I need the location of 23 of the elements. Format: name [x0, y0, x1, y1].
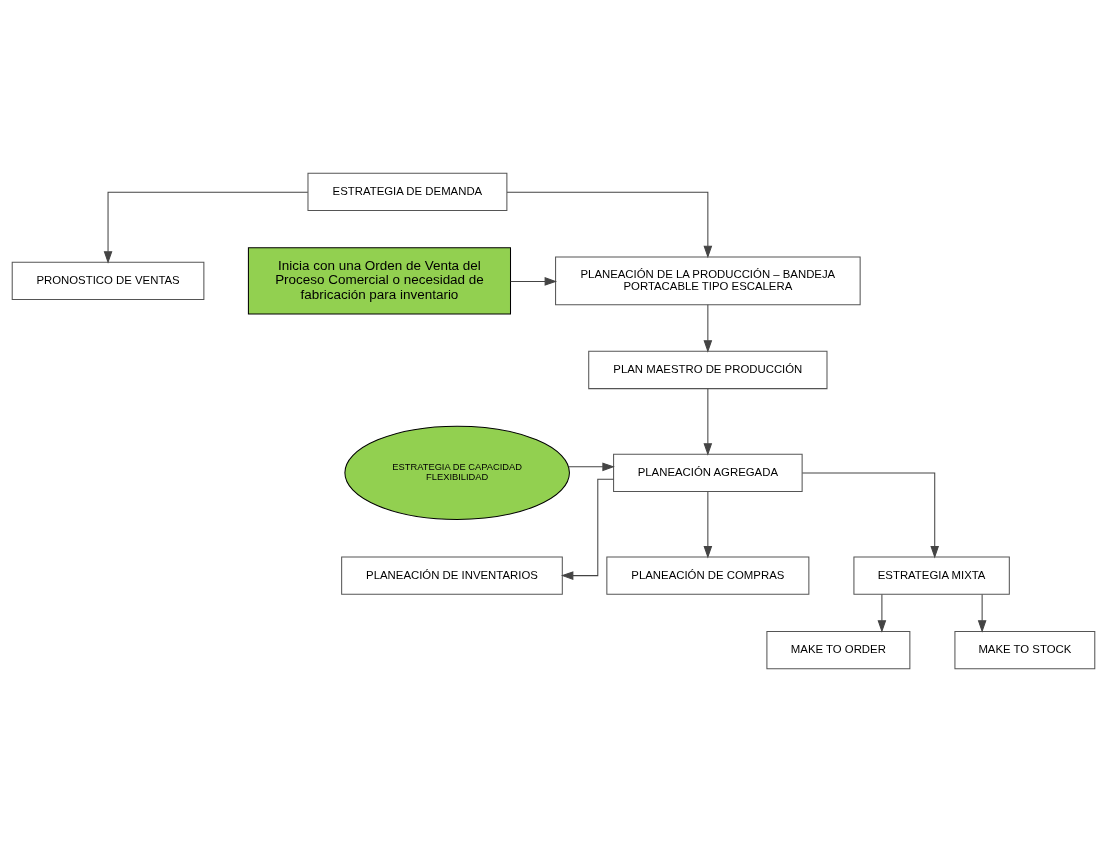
arrow	[703, 304, 713, 353]
node-box: ESTRATEGIA DE DEMANDA	[307, 172, 508, 211]
arrow	[703, 388, 713, 456]
arrow	[568, 462, 615, 472]
node-ellipse: ESTRATEGIA DE CAPACIDAD FLEXIBILIDAD	[344, 425, 570, 520]
arrow	[103, 191, 309, 264]
node-box: PLANEACIÓN DE COMPRAS	[606, 556, 810, 595]
node-box: MAKE TO ORDER	[766, 631, 911, 670]
arrow	[877, 593, 887, 633]
node-box: PLAN MAESTRO DE PRODUCCIÓN	[588, 350, 828, 390]
node-box: PLANEACIÓN AGREGADA	[613, 453, 803, 492]
arrow	[506, 191, 713, 259]
arrow	[510, 277, 558, 286]
node-box: Inicia con una Orden de Venta del Proceso Comercial o necesidad de fabricación para inventario	[247, 247, 512, 315]
arrow	[560, 478, 615, 580]
node-box: ESTRATEGIA MIXTA	[853, 556, 1010, 595]
arrow	[703, 491, 713, 559]
arrow	[977, 593, 987, 633]
node-box: PRONOSTICO DE VENTAS	[11, 261, 205, 301]
arrow	[801, 472, 940, 559]
node-box: MAKE TO STOCK	[954, 631, 1096, 670]
node-box: PLANEACIÓN DE LA PRODUCCIÓN – BANDEJA PORTACABLE TIPO ESCALERA	[555, 256, 861, 306]
node-box: PLANEACIÓN DE INVENTARIOS	[341, 556, 563, 595]
